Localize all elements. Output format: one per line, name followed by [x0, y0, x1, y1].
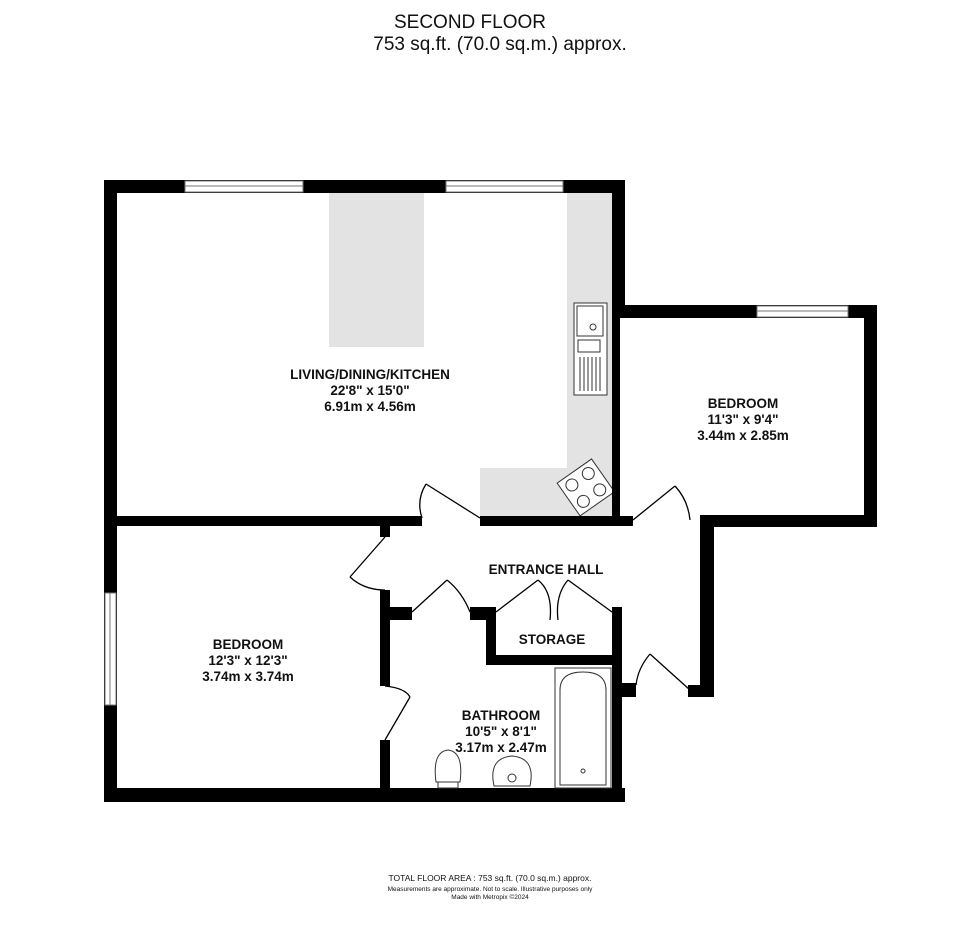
- kitchen-units: [329, 193, 612, 655]
- room-name: BEDROOM: [707, 396, 779, 411]
- storage-double-door: [495, 579, 613, 621]
- room-size-imperial: 10'5" x 8'1": [465, 724, 537, 739]
- room-size-metric: 3.74m x 3.74m: [202, 669, 294, 684]
- room-living-dining-kitchen: LIVING/DINING/KITCHEN 22'8" x 15'0" 6.91…: [290, 367, 450, 415]
- room-size-imperial: 12'3" x 12'3": [208, 653, 288, 668]
- hob-icon: [556, 458, 616, 517]
- door: [411, 579, 471, 613]
- doors: [349, 483, 691, 741]
- windows: [104, 180, 849, 706]
- credit: Made with Metropix ©2024: [451, 894, 529, 901]
- room-name: STORAGE: [518, 632, 586, 647]
- door: [632, 485, 691, 521]
- room-size-metric: 6.91m x 4.56m: [324, 399, 416, 414]
- disclaimer: Measurements are approximate. Not to sca…: [387, 886, 593, 893]
- basin-icon: [492, 755, 532, 787]
- door: [349, 536, 386, 591]
- room-size-imperial: 11'3" x 9'4": [707, 412, 779, 427]
- bath-icon: [554, 667, 612, 789]
- room-size-metric: 3.44m x 2.85m: [697, 428, 789, 443]
- room-name: BEDROOM: [212, 637, 284, 652]
- floor-title: SECOND FLOOR: [393, 12, 547, 33]
- room-size-metric: 3.17m x 2.47m: [455, 740, 547, 755]
- floor-area: 753 sq.ft. (70.0 sq.m.) approx.: [373, 34, 627, 55]
- room-bathroom: BATHROOM 10'5" x 8'1" 3.17m x 2.47m: [455, 708, 547, 756]
- door: [419, 483, 481, 519]
- toilet-icon: [434, 749, 462, 789]
- room-bedroom-1: BEDROOM 12'3" x 12'3" 3.74m x 3.74m: [202, 637, 294, 685]
- kitchen-island: [329, 193, 424, 347]
- room-size-imperial: 22'8" x 15'0": [330, 383, 410, 398]
- room-name: ENTRANCE HALL: [488, 562, 604, 577]
- room-name: BATHROOM: [461, 708, 541, 723]
- kitchen-counter-corner: [480, 468, 567, 516]
- room-entrance-hall: ENTRANCE HALL: [489, 562, 604, 578]
- room-storage: STORAGE: [519, 632, 586, 648]
- room-bedroom-2: BEDROOM 11'3" x 9'4" 3.44m x 2.85m: [697, 396, 789, 444]
- sink-icon: [573, 302, 608, 396]
- room-name: LIVING/DINING/KITCHEN: [290, 367, 450, 382]
- total-floor-area: TOTAL FLOOR AREA : 753 sq.ft. (70.0 sq.m…: [388, 873, 592, 883]
- front-door: [635, 653, 691, 691]
- door: [384, 685, 411, 741]
